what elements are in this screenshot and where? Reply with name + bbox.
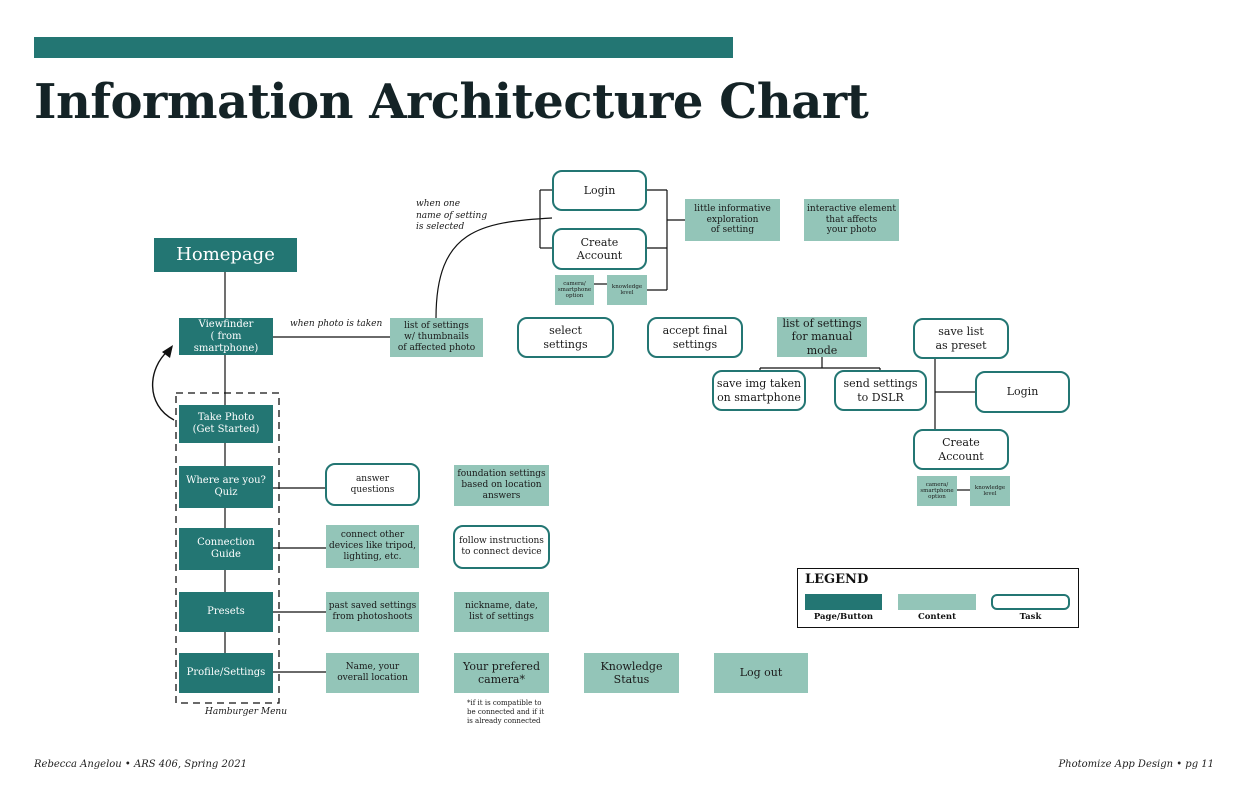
save-list-task: save list as preset <box>913 318 1009 359</box>
prefered-camera-content: Your prefered camera* <box>454 653 549 693</box>
name-location-content: Name, your overall location <box>326 653 419 693</box>
create-account-top-task: Create Account <box>552 228 647 270</box>
when-photo-label: when photo is taken <box>290 319 383 329</box>
login-top-task: Login <box>552 170 647 211</box>
camera-option-right-content: camera/ smartphone option <box>917 476 957 506</box>
list-thumbnails-content: list of settings w/ thumbnails of affect… <box>390 318 483 357</box>
legend-page-label: Page/Button <box>813 612 874 622</box>
save-img-task: save img taken on smartphone <box>712 370 806 411</box>
create-account-right-task: Create Account <box>913 429 1009 470</box>
homepage-node: Homepage <box>154 238 297 272</box>
select-settings-task: select settings <box>517 317 614 358</box>
past-saved-content: past saved settings from photoshoots <box>326 592 419 632</box>
page-title: Information Architecture Chart <box>34 74 869 130</box>
accept-final-task: accept final settings <box>647 317 743 358</box>
footer-page: Photomize App Design • pg 11 <box>1058 759 1214 770</box>
legend: LEGEND Page/Button Content Task <box>797 568 1079 628</box>
camera-option-top-content: camera/ smartphone option <box>555 275 594 305</box>
knowledge-level-top-content: knowledge level <box>607 275 647 305</box>
hamburger-menu-label: Hamburger Menu <box>205 707 287 717</box>
viewfinder-node: Viewfinder ( from smartphone) <box>179 318 273 355</box>
legend-task-label: Task <box>1019 612 1042 622</box>
legend-content-swatch <box>898 594 976 610</box>
when-one-label: when one name of setting is selected <box>416 199 488 233</box>
connection-guide-node: Connection Guide <box>179 528 273 570</box>
foundation-settings-content: foundation settings based on location an… <box>454 465 549 506</box>
legend-title: LEGEND <box>805 572 869 587</box>
nickname-date-content: nickname, date, list of settings <box>454 592 549 632</box>
footer-author: Rebecca Angelou • ARS 406, Spring 2021 <box>34 759 247 770</box>
profile-settings-node: Profile/Settings <box>179 653 273 693</box>
answer-questions-task: answer questions <box>325 463 420 506</box>
legend-page-swatch <box>805 594 882 610</box>
legend-content-label: Content <box>917 612 957 622</box>
login-right-task: Login <box>975 371 1070 413</box>
knowledge-status-content: Knowledge Status <box>584 653 679 693</box>
follow-instructions-task: follow instructions to connect device <box>453 525 550 569</box>
little-informative-content: little informative exploration of settin… <box>685 199 780 241</box>
presets-node: Presets <box>179 592 273 632</box>
quiz-node: Where are you? Quiz <box>179 466 273 508</box>
connect-devices-content: connect other devices like tripod, light… <box>326 525 419 568</box>
list-manual-content: list of settings for manual mode <box>777 317 867 357</box>
take-photo-node: Take Photo (Get Started) <box>179 405 273 443</box>
interactive-element-content: interactive element that affects your ph… <box>804 199 899 241</box>
send-settings-task: send settings to DSLR <box>834 370 927 411</box>
knowledge-level-right-content: knowledge level <box>970 476 1010 506</box>
legend-task-swatch <box>991 594 1070 610</box>
compat-note: *if it is compatible to be connected and… <box>467 699 545 725</box>
log-out-content: Log out <box>714 653 808 693</box>
top-accent-bar <box>34 37 733 58</box>
